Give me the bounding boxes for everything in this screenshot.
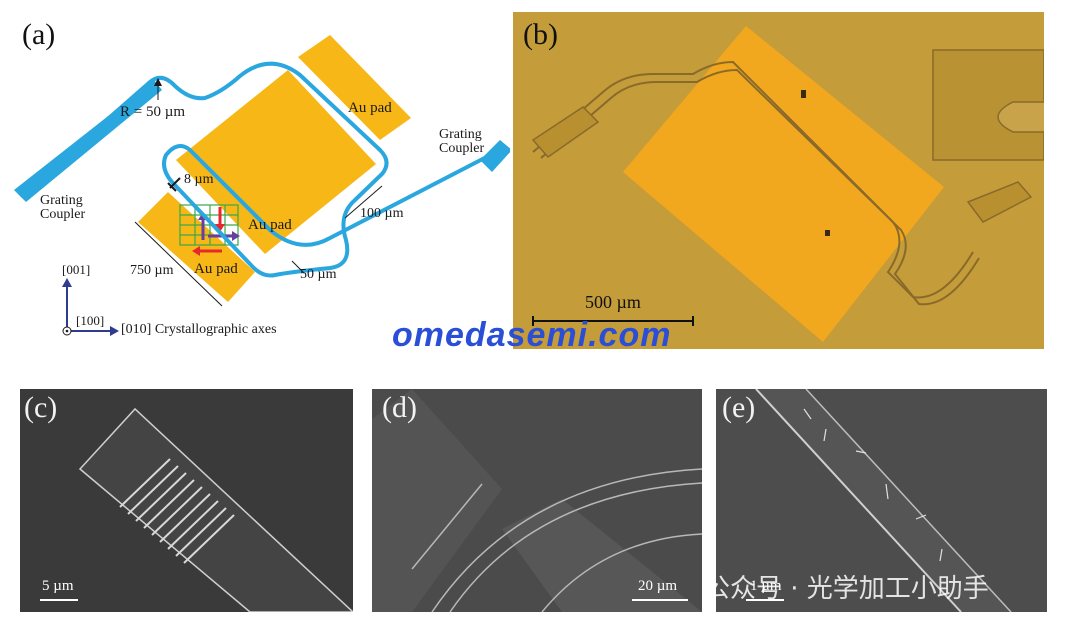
panel-d-sem [372,389,702,612]
dim-750um: 750 µm [130,263,174,278]
dim-50um: 50 µm [300,267,337,282]
au-pad-top-label: Au pad [348,100,392,116]
panel-d: (d) 20 µm [372,389,702,612]
au-pad-center [176,70,376,254]
grating-left-label-1: Grating [40,193,83,208]
scale-bar-d-label: 20 µm [638,578,678,594]
panel-b-micrograph [513,12,1044,349]
panel-label-a: (a) [22,18,56,51]
wechat-caption: 公众号 · 光学加工小助手 [704,574,989,604]
axis-100-label: [100] [76,313,105,328]
panel-label-c: (c) [24,391,58,424]
panel-a-schematic [14,35,510,336]
dimension-lines [134,78,383,307]
au-pad-top [298,35,411,140]
grating-teeth [119,458,235,564]
au-pad-bottom [138,192,255,302]
grating-left-label-2: Coupler [40,207,86,222]
grating-coupler-left [14,80,162,202]
crystal-axes [62,278,119,336]
dim-8um: 8 µm [184,172,214,187]
panel-e-sem [716,389,1047,612]
panel-label-d: (d) [382,391,417,424]
au-pad-center-label: Au pad [248,217,292,233]
waveguide-traces [532,60,980,306]
waveguide-ridge [756,389,1011,612]
panel-a: (a) R = 50 µm Au pad Au pad Au pad Grati… [0,0,510,360]
gold-pad [623,26,944,342]
grating-coupler-right [480,140,510,172]
panel-label-e: (e) [722,391,756,424]
panel-e: (e) 1 µm [716,389,1047,612]
grating-right-label-1: Grating [439,127,482,142]
watermark: omedasemi.com [392,316,672,354]
axis-001-label: [001] [62,262,91,277]
axis-010-label: [010] Crystallographic axes [121,322,277,337]
dim-100um: 100 µm [360,206,404,221]
scale-bar-e-label: 1 µm [750,578,782,594]
au-pad-bottom-label: Au pad [194,261,238,277]
panel-c-sem [20,389,353,612]
panel-label-b: (b) [523,18,558,51]
scale-bar-c-label: 5 µm [42,578,74,594]
radius-label: R = 50 µm [120,104,186,120]
panel-b: (b) 500 µm [513,12,1044,349]
scale-bar-b-label: 500 µm [585,292,641,312]
panel-c: (c) 5 µm [20,389,353,612]
grating-right-label-2: Coupler [439,141,485,156]
waveguide-ring [18,61,501,278]
